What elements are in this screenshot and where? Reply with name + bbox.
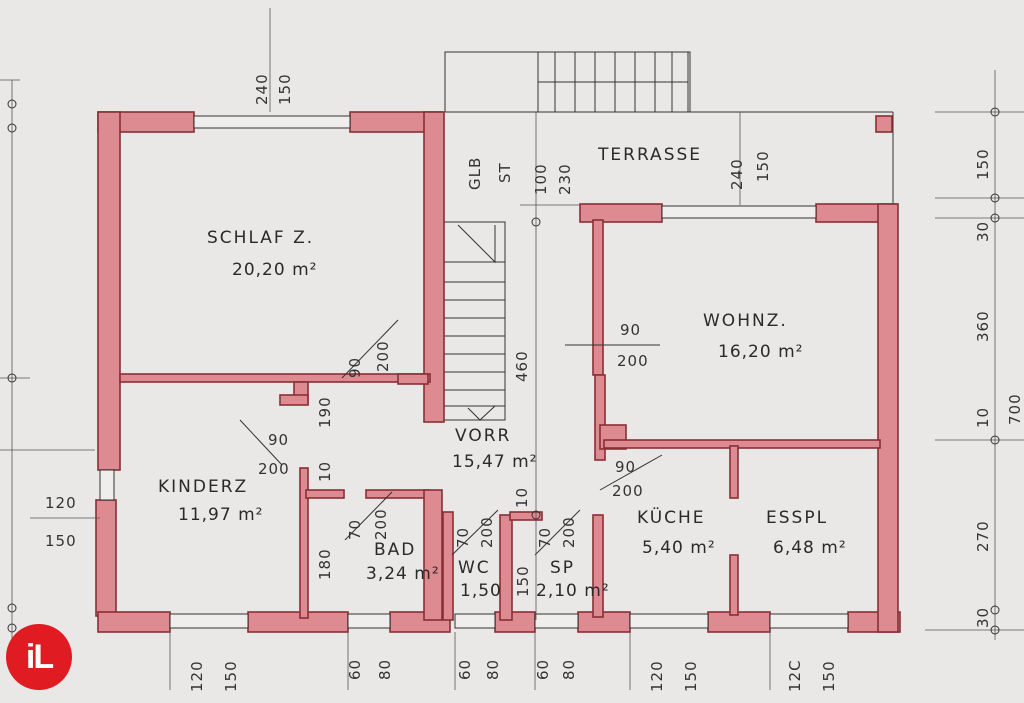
dim-bot-150a: 150 <box>222 660 240 692</box>
dim-sp-150: 150 <box>514 565 532 597</box>
dim-stair-460: 460 <box>513 350 531 382</box>
dim-mid-100: 100 <box>532 163 550 195</box>
dim-kind-90: 90 <box>268 431 289 449</box>
dim-bot-60a: 60 <box>346 659 364 680</box>
walls <box>95 111 901 633</box>
dim-wohn-90: 90 <box>620 321 641 339</box>
room-name-kinderz: KINDERZ <box>158 477 248 497</box>
dim-bot-80c: 80 <box>560 659 578 680</box>
dim-bot-120b: 120 <box>648 660 666 692</box>
dim-bot-120a: 120 <box>188 660 206 692</box>
dim-corr-10: 10 <box>316 461 334 482</box>
dim-mid-230: 230 <box>556 163 574 195</box>
room-area-schlafz: 20,20 m² <box>232 260 317 280</box>
door-marks <box>239 319 663 556</box>
dim-top-150: 150 <box>276 73 294 105</box>
room-name-bad: BAD <box>374 540 416 560</box>
room-name-sp: SP <box>550 558 575 578</box>
dim-terr-150: 150 <box>754 150 772 182</box>
room-area-wohnz: 16,20 m² <box>718 342 803 362</box>
dim-bad-180: 180 <box>316 548 334 580</box>
room-name-terrasse: TERRASSE <box>597 145 702 165</box>
dim-terr-240: 240 <box>728 158 746 190</box>
room-area-esspl: 6,48 m² <box>773 538 847 558</box>
room-area-wc: 1,50 <box>460 581 502 601</box>
dim-right-30b: 30 <box>974 607 992 628</box>
brand-logo-text: iL <box>25 637 54 676</box>
dim-schlaf-200: 200 <box>374 340 392 372</box>
room-name-schlafz: SCHLAF Z. <box>207 228 314 248</box>
dim-right-360: 360 <box>974 310 992 342</box>
dim-right-700: 700 <box>1006 393 1024 425</box>
label-st: ST <box>496 162 514 183</box>
dim-sp-10: 10 <box>513 487 531 508</box>
dim-bot-60c: 60 <box>534 659 552 680</box>
dim-right-150: 150 <box>974 148 992 180</box>
dim-bot-120c: 12C <box>786 659 804 692</box>
dim-bad-70: 70 <box>346 519 364 540</box>
dim-right-270: 270 <box>974 520 992 552</box>
dim-wc-70: 70 <box>454 527 472 548</box>
dimension-lines <box>0 8 1024 690</box>
room-name-vorr: VORR <box>455 426 511 446</box>
windows <box>99 115 849 629</box>
dim-sp-70: 70 <box>536 527 554 548</box>
room-name-wohnz: WOHNZ. <box>703 311 788 331</box>
interior-stairs <box>442 221 506 421</box>
dim-left-120: 120 <box>45 494 77 512</box>
dim-schlaf-90: 90 <box>346 357 364 378</box>
dim-kue-200: 200 <box>612 482 644 500</box>
label-glb: GLB <box>466 157 484 190</box>
dim-kind-200: 200 <box>258 460 290 478</box>
room-area-bad: 3,24 m² <box>366 564 440 584</box>
dim-bot-150b: 150 <box>682 660 700 692</box>
room-area-kueche: 5,40 m² <box>642 538 716 558</box>
dim-bot-150c: 150 <box>820 660 838 692</box>
room-name-esspl: ESSPL <box>766 508 828 528</box>
dim-bot-60b: 60 <box>456 659 474 680</box>
dim-wc-200: 200 <box>478 516 496 548</box>
dim-bot-80a: 80 <box>376 659 394 680</box>
dim-right-10: 10 <box>974 407 992 428</box>
dim-sp-200: 200 <box>560 516 578 548</box>
dim-bot-80b: 80 <box>484 659 502 680</box>
exterior-stairs <box>537 51 689 113</box>
room-area-vorr: 15,47 m² <box>452 452 537 472</box>
dim-wohn-200: 200 <box>617 352 649 370</box>
room-labels: SCHLAF Z. 20,20 m² TERRASSE WOHNZ. 16,20… <box>158 145 847 601</box>
room-area-kinderz: 11,97 m² <box>178 505 263 525</box>
room-name-wc: WC <box>458 558 491 578</box>
room-name-kueche: KÜCHE <box>637 506 706 528</box>
dim-right-30a: 30 <box>974 221 992 242</box>
brand-logo: iL <box>6 624 72 690</box>
room-area-sp: 2,10 m² <box>536 581 610 601</box>
dim-kue-90: 90 <box>615 458 636 476</box>
dim-top-240: 240 <box>253 73 271 105</box>
dim-corr-190: 190 <box>316 396 334 428</box>
dim-bad-200: 200 <box>372 508 390 540</box>
dim-left-150: 150 <box>45 532 77 550</box>
dimension-labels: 240 150 GLB ST 100 230 240 150 90 200 46… <box>45 73 1024 692</box>
